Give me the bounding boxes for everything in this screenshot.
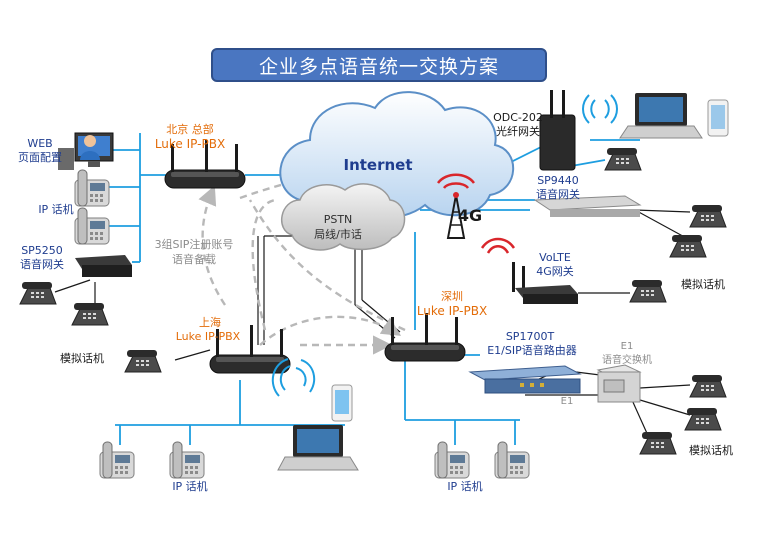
sp1700t-sublabel: E1/SIP语音路由器 [487,343,577,357]
analog-phone-odc [604,147,642,171]
shanghai-name: 上海 [199,315,221,329]
analog-right-bottom-label: 模拟话机 [689,443,733,457]
ip-phone-bottom-3 [434,441,470,479]
analog-left-label: 模拟话机 [60,351,104,365]
analog-phone-e1-3 [639,431,677,455]
volte-sublabel: 4G网关 [536,264,574,278]
backup-note: 3组SIP注册账号 [155,237,234,251]
diagram-title: 企业多点语音统一交换方案 [211,48,547,82]
analog-phone-e1-2 [684,407,722,431]
analog-phone-volte [629,279,667,303]
analog-phone-sp9440-2 [669,234,707,258]
wifi-icon-top [582,94,618,124]
pstn-cloud [281,183,406,251]
volte-label: VoLTE [539,251,571,264]
lte-badge: 4G [458,206,482,225]
pstn-sublabel: 局线/市话 [314,227,362,241]
laptop-top [619,93,703,139]
sp5250-label: SP5250 [21,244,63,257]
ip-phone-left-2 [74,207,110,245]
analog-phone-sp9440-1 [689,204,727,228]
ip-phone-bottom-right-label: IP 话机 [447,479,482,493]
shanghai-device: Luke IP-PBX [176,330,241,343]
web-config-sublabel: 页面配置 [18,151,62,164]
smartphone-top [707,99,729,137]
backup-note-sub: 语音备载 [172,252,216,266]
shenzhen-router [384,312,466,362]
sp1700t-router [468,365,582,394]
ip-phone-bottom-1 [99,441,135,479]
e1-voice-switch [596,364,642,403]
analog-phone-left-1 [19,281,57,305]
lte-tower-icon [436,173,476,239]
analog-right-top-label: 模拟话机 [681,277,725,291]
odc202-label: ODC-202 [493,111,543,124]
smartphone-bottom [331,384,353,422]
sp9440-sublabel: 语音网关 [536,187,580,201]
ip-phone-left-1 [74,169,110,207]
shenzhen-device: Luke IP-PBX [417,304,487,318]
ip-phone-bottom-2 [169,441,205,479]
internet-label: Internet [343,156,412,174]
volte-gateway [480,237,578,304]
wifi-icon-bottom [271,358,316,397]
ip-phone-bottom-left-label: IP 话机 [172,479,207,493]
shenzhen-name: 深圳 [441,290,463,303]
pstn-label: PSTN [324,213,353,226]
e1-switch-label: E1 [621,341,634,352]
sp9440-label: SP9440 [537,174,579,187]
beijing-name: 北京 总部 [166,122,214,136]
sp9440-gateway [533,195,642,217]
sp5250-gateway [75,255,132,277]
pc-workstation [58,132,114,170]
odc202-gateway [539,90,576,171]
e1-link-label: E1 [561,396,574,407]
ip-phone-left-label: IP 话机 [38,202,73,216]
laptop-bottom [277,425,359,471]
analog-phone-e1-1 [689,374,727,398]
sp5250-sublabel: 语音网关 [20,257,64,271]
e1-switch-sublabel: 语音交换机 [602,353,652,366]
odc202-sublabel: 光纤网关 [496,124,540,138]
sp1700t-label: SP1700T [506,330,555,343]
beijing-device: Luke IP-PBX [155,137,225,151]
analog-phone-left-3 [124,349,162,373]
web-config-label: WEB [27,137,52,150]
ip-phone-bottom-4 [494,441,530,479]
analog-phone-left-2 [71,302,109,326]
